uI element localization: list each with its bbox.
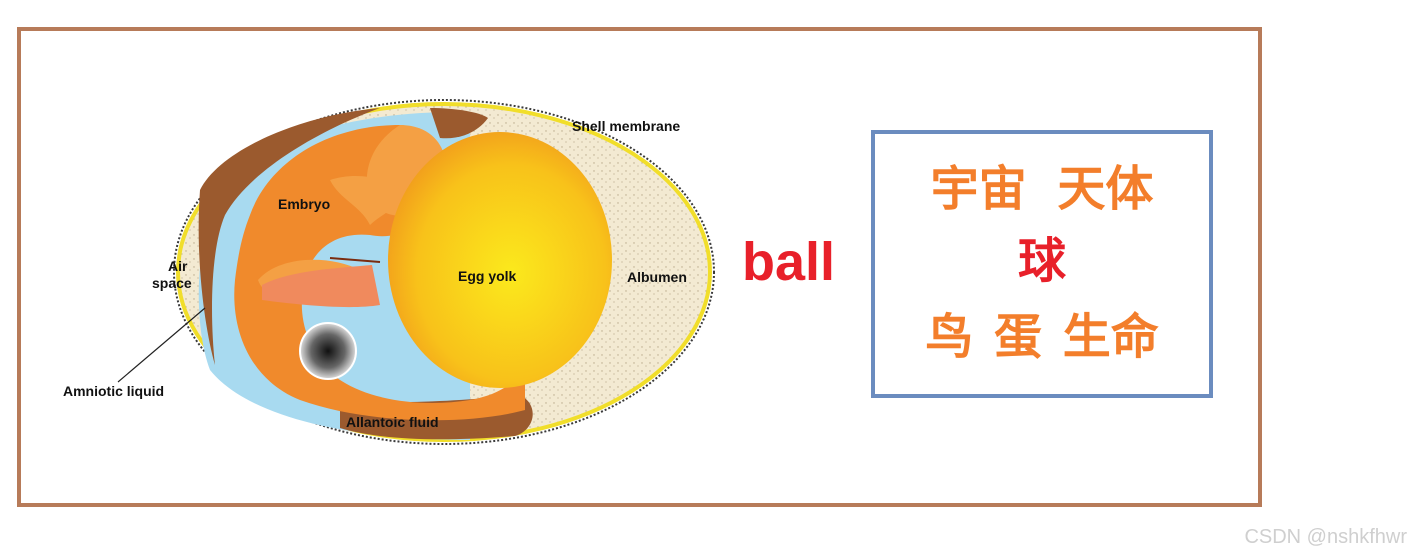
watermark: CSDN @nshkfhwr [1244, 526, 1407, 548]
chinese-row-1: 宇宙 天体 [930, 161, 1154, 217]
egg-diagram: Shell membrane Embryo Air space Egg yolk… [63, 99, 715, 445]
label-space: space [152, 275, 192, 291]
outer-frame [17, 27, 1262, 507]
label-shell-membrane: Shell membrane [572, 118, 680, 134]
egg-yolk [388, 132, 612, 388]
chinese-row-3: 鸟 蛋 生命 [925, 309, 1159, 365]
allantois-top [430, 108, 488, 139]
label-embryo: Embryo [278, 196, 330, 212]
amniotic-pointer [117, 307, 206, 383]
word-ball: ball [742, 232, 836, 292]
allantois-left [198, 108, 380, 365]
label-amniotic-liquid: Amniotic liquid [63, 383, 164, 399]
embryo-eye [299, 322, 357, 380]
chinese-row-2: 球 [1017, 233, 1066, 289]
label-air: Air [168, 258, 188, 274]
embryo-limb [330, 175, 405, 225]
embryo-pink [262, 265, 380, 308]
embryo-stalk [329, 257, 381, 263]
label-allantoic-fluid: Allantoic fluid [346, 414, 439, 430]
chinese-word-box: 宇宙 天体 球 鸟 蛋 生命 [871, 130, 1213, 398]
label-albumen: Albumen [627, 269, 687, 285]
label-egg-yolk: Egg yolk [458, 268, 517, 284]
